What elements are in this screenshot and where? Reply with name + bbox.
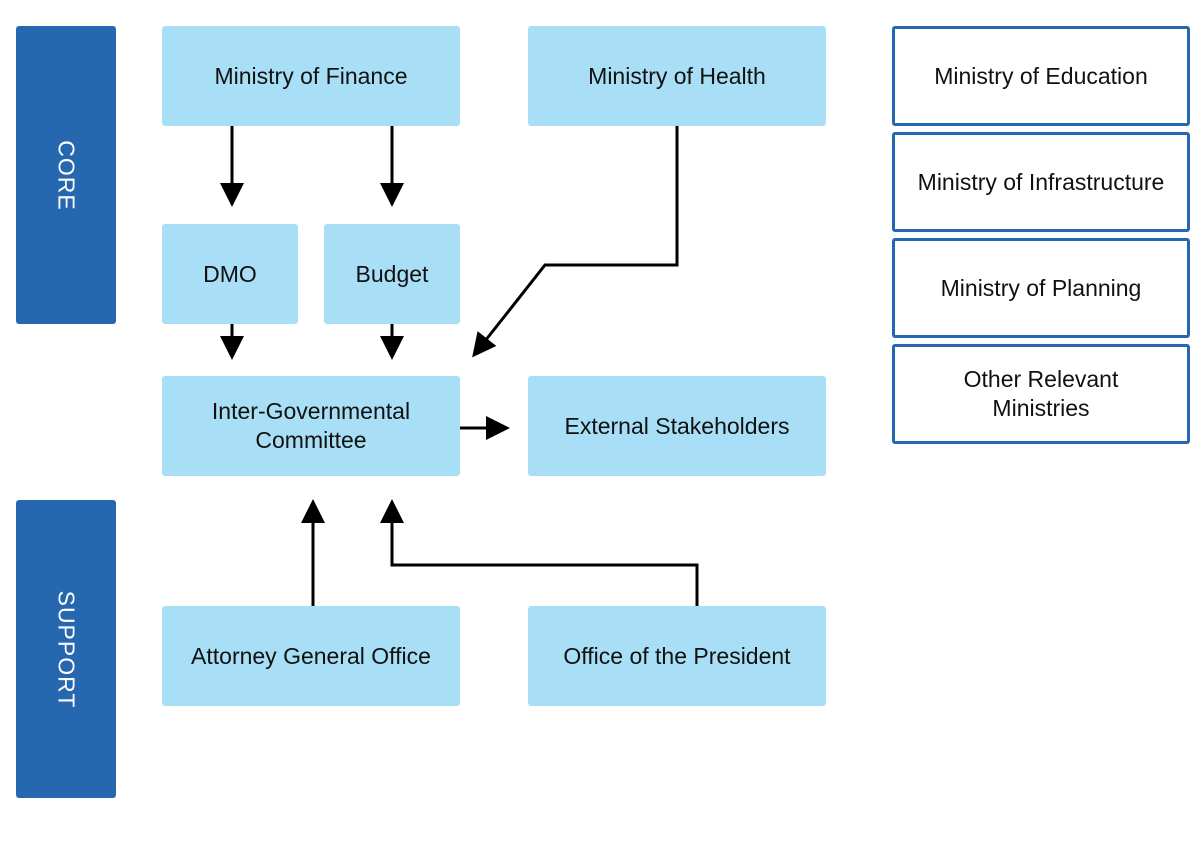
inter-governmental-committee-node: Inter-Governmental Committee <box>162 376 460 476</box>
office-of-the-president-node: Office of the President <box>528 606 826 706</box>
attorney-general-office-node: Attorney General Office <box>162 606 460 706</box>
ministry-of-finance-node: Ministry of Finance <box>162 26 460 126</box>
arrow-ministry-health-to-igc <box>472 126 679 358</box>
ministry-of-health-node: Ministry of Health <box>528 26 826 126</box>
arrow-president-to-igc <box>380 499 699 606</box>
ministry-of-planning-node: Ministry of Planning <box>892 238 1190 338</box>
ministry-of-education-node: Ministry of Education <box>892 26 1190 126</box>
core-band: CORE <box>16 26 116 324</box>
support-band: SUPPORT <box>16 500 116 798</box>
connector-group <box>220 126 699 606</box>
external-stakeholders-node: External Stakeholders <box>528 376 826 476</box>
dmo-node: DMO <box>162 224 298 324</box>
other-relevant-ministries-node: Other Relevant Ministries <box>892 344 1190 444</box>
budget-node: Budget <box>324 224 460 324</box>
ministry-of-infrastructure-node: Ministry of Infrastructure <box>892 132 1190 232</box>
